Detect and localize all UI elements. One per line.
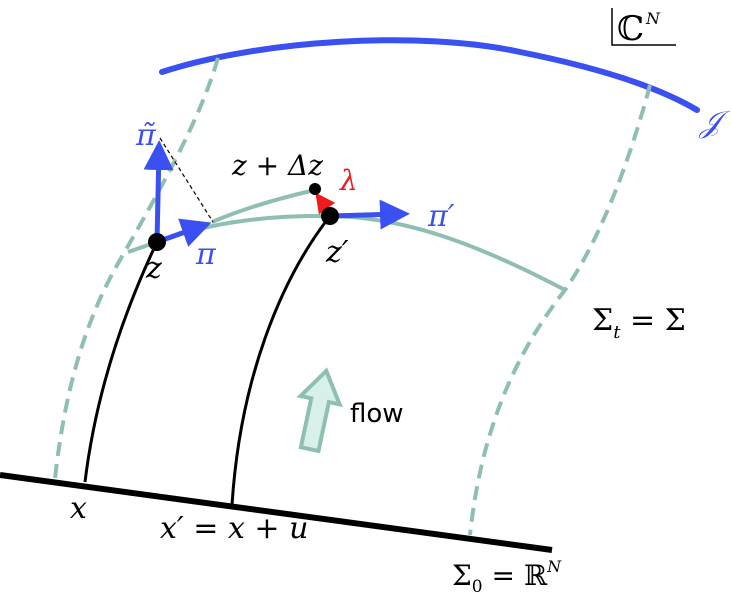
point-z-delta [309, 183, 321, 195]
pi-prime-arrow [329, 199, 410, 230]
pi-tilde-arrow [143, 140, 174, 243]
sigma-0-line [0, 472, 553, 553]
point-z-prime [321, 207, 339, 225]
lambda-label: λ [339, 164, 358, 197]
space-label: ℂ [617, 9, 644, 49]
thimble-curve [159, 37, 700, 113]
pi-label: π [195, 237, 217, 272]
pi-prime-label: π′ [427, 199, 455, 234]
z-delta-label: z + Δz [231, 149, 323, 182]
x-prime-label: x′ = x + u [160, 511, 308, 546]
displaced-curve [211, 188, 316, 224]
space-frame [611, 8, 676, 46]
space-superscript: N [645, 9, 661, 28]
left-flow-boundary [53, 57, 220, 479]
x-label: x [70, 491, 87, 526]
flow-line-x [83, 241, 159, 483]
flow-label: flow [350, 399, 404, 429]
sigma-0-label: Σ0 = ℝN [452, 557, 562, 597]
z-prime-label: z′ [325, 235, 349, 270]
pi-tilde-label: π̃ [135, 118, 157, 153]
flow-arrow-icon [296, 367, 343, 454]
z-label: z [145, 251, 162, 286]
projection-line [159, 137, 214, 223]
point-z [148, 233, 166, 251]
thimble-label: 𝒥 [698, 105, 731, 140]
flow-line-x-prime [230, 215, 332, 506]
sigma-t-label: Σt = Σ [592, 303, 686, 343]
